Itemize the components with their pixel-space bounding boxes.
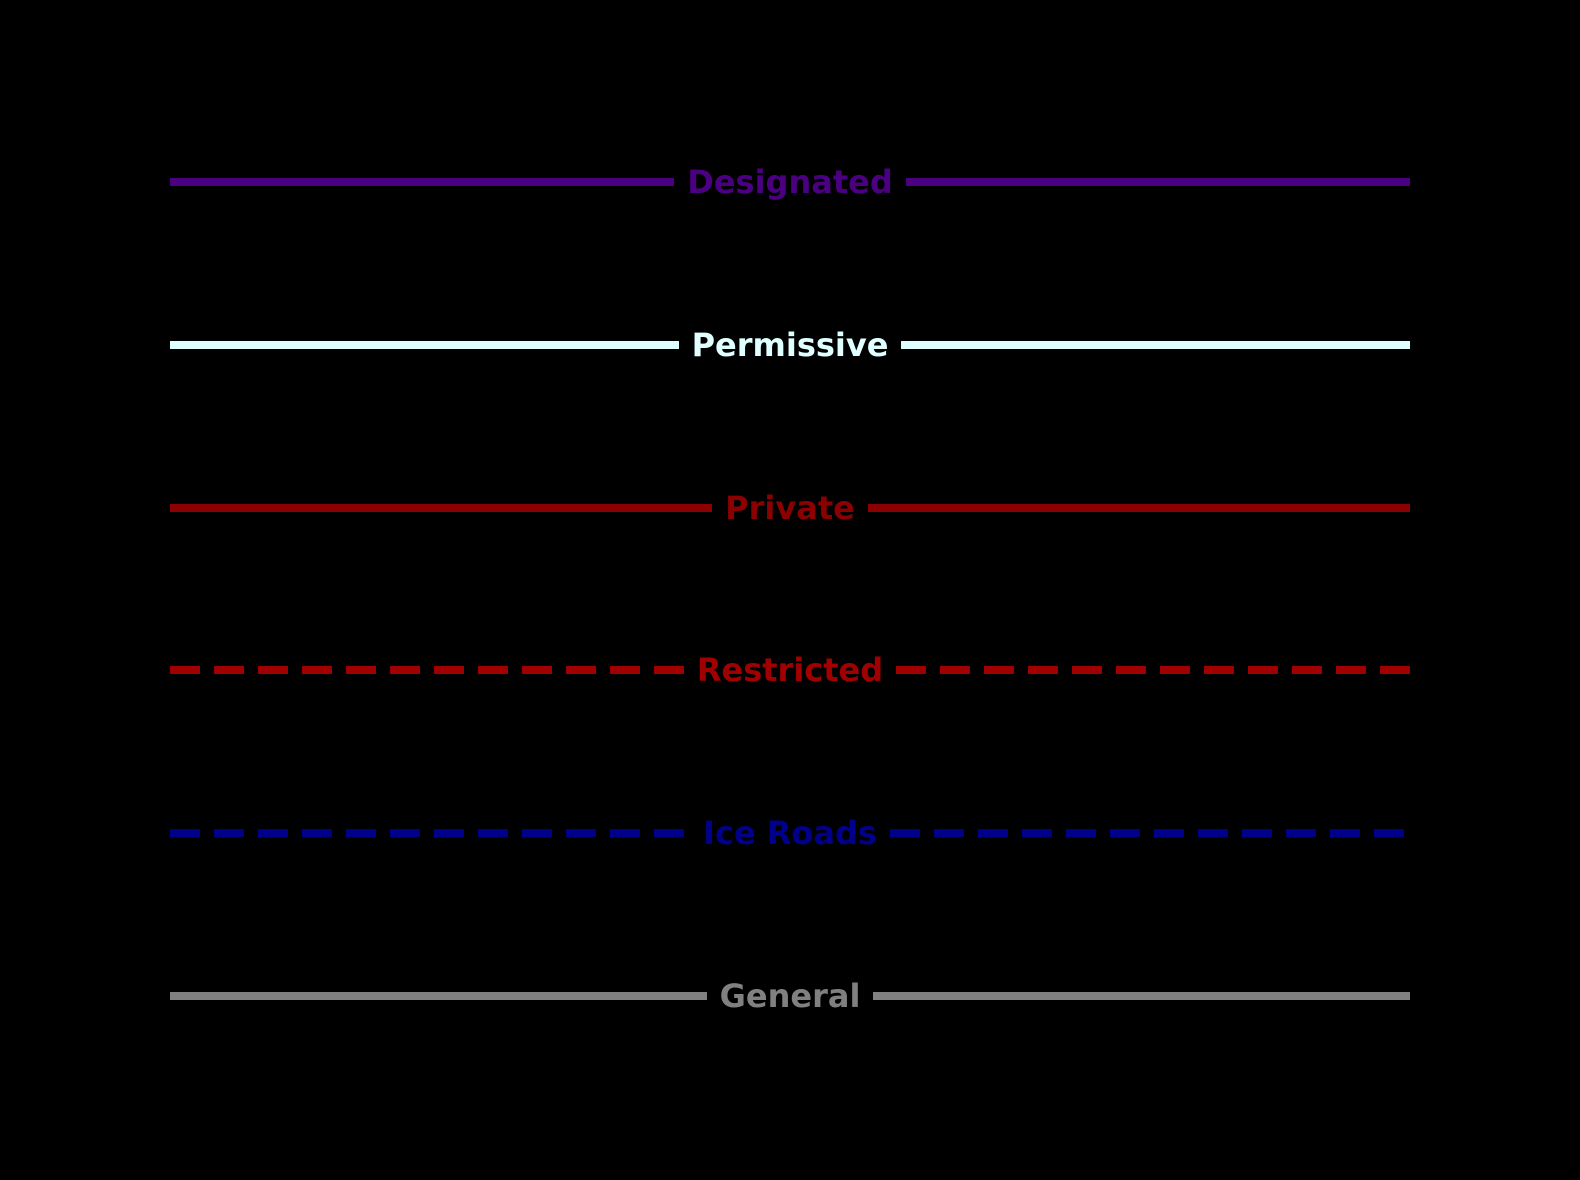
- legend-row-permissive: Permissive: [170, 323, 1410, 367]
- legend-row-private: Private: [170, 486, 1410, 530]
- legend-row-ice-roads: Ice Roads: [170, 811, 1411, 855]
- legend-line-left: [170, 504, 713, 512]
- legend-row-designated: Designated: [170, 160, 1410, 204]
- legend-line-right: [896, 666, 1410, 674]
- legend-line-left: [170, 666, 684, 674]
- legend-label-restricted: Restricted: [696, 651, 884, 689]
- legend-line-right: [901, 341, 1410, 349]
- legend-line-left: [170, 178, 675, 186]
- legend-label-designated: Designated: [687, 163, 893, 201]
- legend-label-general: General: [719, 977, 861, 1015]
- legend-line-right: [867, 504, 1410, 512]
- legend-line-right: [889, 829, 1411, 837]
- legend-line-left: [170, 992, 707, 1000]
- legend-label-private: Private: [725, 489, 855, 527]
- legend-row-restricted: Restricted: [170, 648, 1410, 692]
- legend-label-ice-roads: Ice Roads: [703, 814, 877, 852]
- legend-label-permissive: Permissive: [691, 326, 889, 364]
- legend-row-general: General: [170, 974, 1411, 1018]
- legend-line-left: [170, 829, 691, 837]
- legend-line-right: [873, 992, 1411, 1000]
- legend-line-right: [905, 178, 1410, 186]
- legend-line-left: [170, 341, 679, 349]
